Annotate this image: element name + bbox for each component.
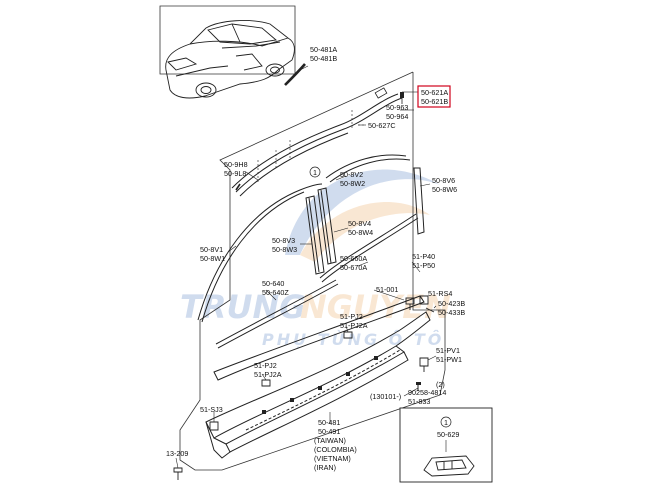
label-9L8: 50-9L8 [224,169,246,178]
label-670A: 50-670A [340,263,367,272]
label-8V4: 50-8V4 [348,219,371,228]
screw-423b [425,307,435,313]
label-13-209: 13-209 [166,449,188,458]
rear-quarter-moulding-8v6 [413,167,425,235]
label-8V2: 50-8V2 [340,170,363,179]
label-963: 50-963 [386,103,408,112]
label-481A: 50-481A [310,45,337,54]
front-door-moulding-640 [215,279,339,349]
label-PJ2-lower: 51-PJ2 [254,361,277,370]
inset-box: 1 50-629 [399,407,493,483]
pillar-garnish-8v3 [305,195,325,275]
label-629: 50-629 [437,430,459,439]
belt-moulding-660a [319,213,419,283]
label-8V1: 50-8V1 [200,245,223,254]
label-8V6: 50-8V6 [432,176,455,185]
label-640Z: 50-640Z [262,288,289,297]
labels: 50-481A 50-481B 50-621A 50-621B 50-963 5… [166,45,465,472]
clip-51-001 [405,297,415,310]
clip-pv1 [419,357,429,372]
sill-upper-strip [213,295,425,381]
label-PW1: 51-PW1 [436,355,462,364]
label-PJ2A-lower: 51-PJ2A [254,370,282,379]
label-colombia: (COLOMBIA) [314,445,357,454]
label-481: 50-481 [318,418,340,427]
callout-2: (2) [436,380,445,389]
label-621B-text: 50-621B [421,97,448,106]
label-RS4: 51-RS4 [428,289,452,298]
watermark-swoosh [285,169,440,255]
clip-629-drawing [423,455,475,477]
label-PJ2-upper: 51-PJ2 [340,312,363,321]
label-423B: 50-423B [438,299,465,308]
inset-callout-circle [440,416,452,428]
callout-1: 1 [313,168,317,177]
label-taiwan: (TAIWAN) [314,436,346,445]
clip-pj2-lower [261,379,271,387]
label-481B: 50-481B [310,54,337,63]
label-8W1: 50-8W1 [200,254,225,263]
label-PJ2A-upper: 51-PJ2A [340,321,368,330]
front-belt-moulding-8v1 [197,183,323,323]
label-90258: 90258-4814 [408,388,446,397]
roof-end-cap [374,87,388,99]
rear-belt-moulding-8v2 [325,154,411,183]
label-491: 50-491 [318,427,340,436]
label-627C: 50-627C [368,121,396,130]
label-964: 50-964 [386,112,408,121]
label-P50: 51-P50 [412,261,435,270]
label-433B: 50-433B [438,308,465,317]
watermark: TRUNG NGUYEN PHỤ TÙNG Ô TÔ [180,169,451,349]
label-8W3: 50-8W3 [272,245,297,254]
screw-13-209 [173,467,183,480]
label-SJ3: 51-SJ3 [200,405,223,414]
clip-sj3 [209,421,219,431]
side-sill-garnish [205,311,431,459]
label-8W2: 50-8W2 [340,179,365,188]
label-vietnam: (VIETNAM) [314,454,351,463]
label-9H8: 50-9H8 [224,160,248,169]
watermark-swoosh-orange [300,202,430,262]
label-8V3: 50-8V3 [272,236,295,245]
label-130101: (130101-) [370,392,401,401]
leader-481 [299,65,309,71]
sill-clips [262,356,378,414]
label-621A-text: 50-621A [421,88,448,97]
inset-callout-1: 1 [444,418,448,427]
clip-963 [400,92,404,104]
leader-lines [175,171,437,469]
clip-pj2-upper [343,331,353,339]
label-iran: (IRAN) [314,463,336,472]
label-PV1: 51-PV1 [436,346,460,355]
car-illustration [165,20,295,99]
label-P40: 51-P40 [412,252,435,261]
label-833: 51-833 [408,397,430,406]
callout-circle-1 [309,166,321,178]
label-660A: 50-660A [340,254,367,263]
roof-moulding [231,93,403,197]
label-51-001: 51-001 [376,285,398,294]
watermark-tagline: PHỤ TÙNG Ô TÔ [262,329,444,349]
pillar-garnish-8v4 [317,187,337,265]
car-moulding-part-481 [284,63,306,86]
front-end-piece-9h8 [235,183,241,191]
label-640: 50-640 [262,279,284,288]
label-8W4: 50-8W4 [348,228,373,237]
label-8W6: 50-8W6 [432,185,457,194]
highlight-box-621 [417,85,451,108]
